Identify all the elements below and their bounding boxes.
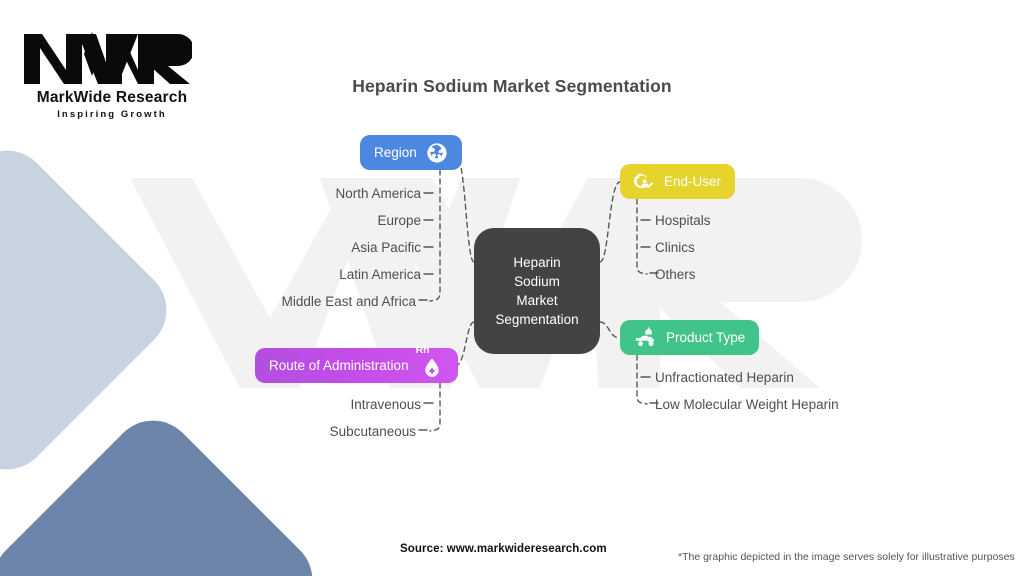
brand-logo: MarkWide Research Inspiring Growth <box>22 30 202 120</box>
branch-label-end-user: End-User <box>664 173 722 189</box>
branch-badge-product-type[interactable]: Product Type <box>620 320 760 355</box>
connector-center-to-region <box>454 152 475 263</box>
spine-route <box>429 382 441 432</box>
globe-icon <box>426 142 448 164</box>
leaf-route-1: Subcutaneous <box>329 424 416 439</box>
branch-badge-end-user[interactable]: End-User <box>620 164 736 199</box>
branch-label-region: Region <box>374 144 417 160</box>
leaf-product-1: Low Molecular Weight Heparin <box>655 397 839 412</box>
branch-label-product-type: Product Type <box>666 329 746 345</box>
center-line-3: Market <box>516 293 558 308</box>
center-node: Heparin Sodium Market Segmentation <box>474 228 600 354</box>
connector-center-to-route <box>454 321 475 367</box>
logo-tagline: Inspiring Growth <box>57 109 167 120</box>
branch-badge-region[interactable]: Region <box>360 135 462 170</box>
connector-center-to-end-user <box>599 181 621 263</box>
branch-label-route: Route of Administration <box>269 357 409 373</box>
spine-product <box>636 354 648 405</box>
leaf-region-4: Middle East and Africa <box>281 294 416 309</box>
spine-end-user <box>636 198 648 275</box>
leaf-region-2: Asia Pacific <box>351 240 421 255</box>
user-profile-icon <box>634 171 656 193</box>
center-line-2: Sodium <box>514 274 560 289</box>
leaf-region-3: Latin America <box>339 267 421 282</box>
leaf-end-user-0: Hospitals <box>655 213 711 228</box>
logo-company-name: MarkWide Research <box>36 89 188 106</box>
page-title: Heparin Sodium Market Segmentation <box>352 76 672 96</box>
connector-center-to-product <box>599 321 621 339</box>
leaf-region-0: North America <box>335 186 421 201</box>
leaf-end-user-2: Others <box>655 267 696 282</box>
footer-disclaimer: *The graphic depicted in the image serve… <box>678 551 1015 563</box>
leaf-end-user-1: Clinics <box>655 240 695 255</box>
center-line-1: Heparin <box>513 255 561 270</box>
leaf-route-0: Intravenous <box>350 397 421 412</box>
rh-blood-drop-icon: Rh <box>416 344 444 381</box>
leaf-product-0: Unfractionated Heparin <box>655 370 794 385</box>
logo-mark-mwr <box>24 32 192 84</box>
leaf-region-1: Europe <box>377 213 421 228</box>
center-line-4: Segmentation <box>495 312 579 327</box>
delivery-truck-icon <box>634 326 658 349</box>
footer-source: Source: www.markwideresearch.com <box>400 543 607 555</box>
rh-icon-text: Rh <box>415 343 430 356</box>
branch-badge-route[interactable]: Route of Administration Rh <box>255 344 458 383</box>
spine-region <box>429 169 441 302</box>
